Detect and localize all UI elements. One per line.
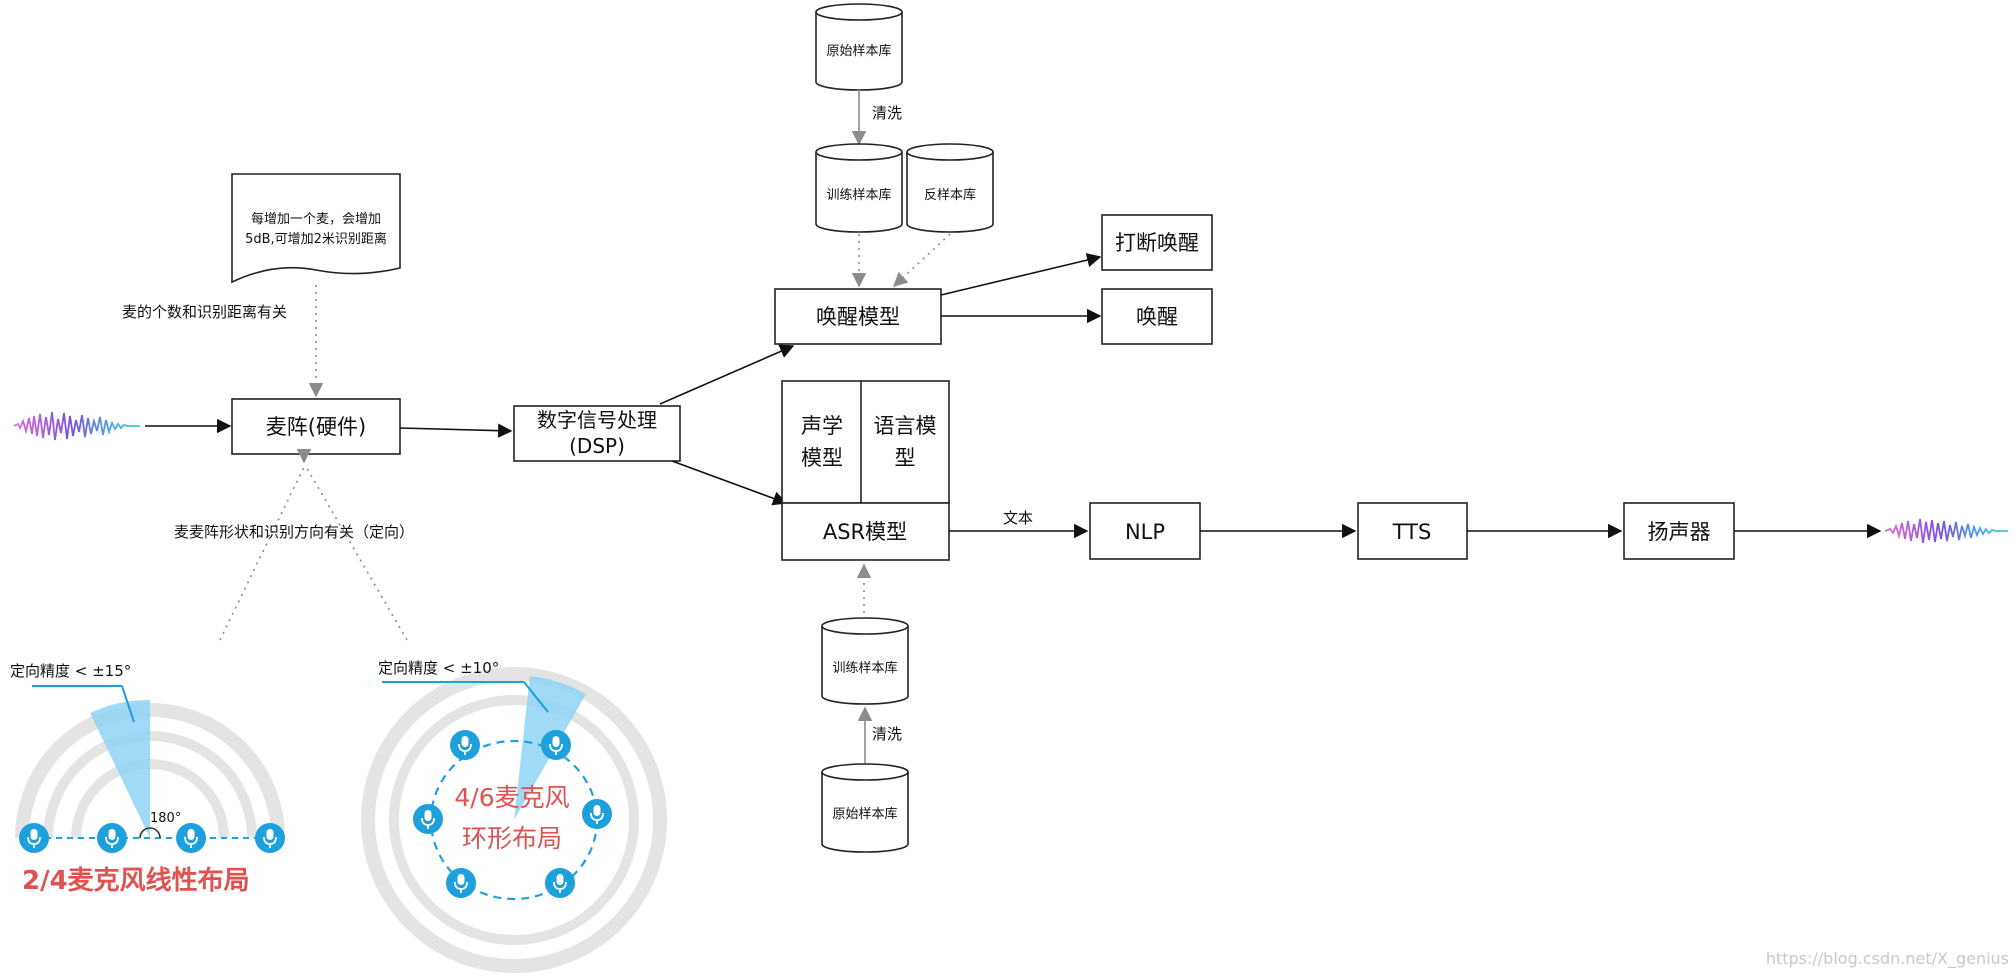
ring-layout-pointer	[304, 464, 408, 641]
speaker-label: 扬声器	[1648, 520, 1711, 544]
dsp-to-wake-arrow	[659, 344, 795, 405]
linear-mic-2-icon	[96, 822, 128, 854]
train-sample-db-bottom-label: 训练样本库	[832, 660, 897, 676]
asr-block: 声学 模型 语言模 型 ASR模型	[781, 380, 950, 561]
linear-mic-layout: 定向精度 < ±15° 180° 2/4麦克风线性布局	[10, 662, 286, 896]
tts-box: TTS	[1357, 502, 1468, 560]
mic-shape-caption: 麦麦阵形状和识别方向有关（定向）	[174, 523, 414, 541]
mic-count-caption: 麦的个数和识别距离有关	[122, 303, 287, 321]
interrupt-wake-label: 打断唤醒	[1115, 231, 1199, 255]
language-model-line-1: 语言模	[874, 414, 937, 438]
acoustic-model-line-1: 声学	[801, 414, 843, 438]
linear-accuracy-label: 定向精度 < ±15°	[10, 662, 131, 680]
ring-mic-4-icon	[412, 803, 444, 835]
ring-mic-2-icon	[540, 729, 572, 761]
linear-mic-1-icon	[18, 822, 50, 854]
linear-mic-4-icon	[254, 822, 286, 854]
mic-array-label: 麦阵(硬件)	[266, 415, 366, 439]
linear-layout-title: 2/4麦克风线性布局	[22, 866, 250, 896]
raw-sample-db-top-label: 原始样本库	[826, 43, 891, 59]
speaker-box: 扬声器	[1623, 502, 1735, 560]
ring-accuracy-label: 定向精度 < ±10°	[378, 659, 499, 677]
dsp-to-asr-arrow	[671, 460, 788, 506]
wake-output-label: 唤醒	[1136, 305, 1178, 329]
note-line-2: 5dB,可增加2米识别距离	[245, 231, 387, 247]
mic-array-box: 麦阵(硬件)	[231, 398, 401, 455]
language-model-line-2: 型	[895, 446, 916, 470]
ring-layout-title-line-2: 环形布局	[462, 824, 562, 853]
linear-layout-pointer	[219, 464, 306, 641]
note-line-1: 每增加一个麦，会增加	[251, 211, 381, 227]
ring-mic-layout: 定向精度 < ±10° 4/6麦克风 环形布局	[361, 659, 667, 973]
train-sample-db-top: 训练样本库	[815, 143, 903, 233]
negative-to-wake-arrow	[892, 233, 951, 287]
wake-to-interrupt-arrow	[940, 253, 1102, 296]
dsp-label-line-1: 数字信号处理	[537, 408, 657, 432]
watermark: https://blog.csdn.net/X_genius	[1766, 949, 2009, 969]
ring-mic-3-icon	[581, 798, 613, 830]
ring-mic-5-icon	[445, 867, 477, 899]
wake-output-box: 唤醒	[1101, 288, 1213, 345]
clean-label-top: 清洗	[872, 104, 902, 122]
output-waveform	[1884, 518, 2008, 544]
text-label: 文本	[1003, 509, 1033, 527]
train-sample-db-top-label: 训练样本库	[826, 187, 891, 203]
acoustic-model-line-2: 模型	[801, 446, 843, 470]
wake-model-box: 唤醒模型	[774, 288, 942, 345]
wake-model-label: 唤醒模型	[816, 305, 900, 329]
negative-sample-db: 反样本库	[906, 143, 994, 233]
nlp-label: NLP	[1125, 520, 1165, 544]
raw-sample-db-bottom: 原始样本库	[821, 763, 909, 853]
input-waveform	[13, 411, 140, 441]
interrupt-wake-box: 打断唤醒	[1101, 214, 1213, 271]
mic-array-to-dsp-arrow	[399, 423, 513, 438]
linear-angle-label: 180°	[150, 811, 181, 826]
ring-mic-6-icon	[544, 867, 576, 899]
nlp-box: NLP	[1089, 502, 1201, 560]
negative-sample-db-label: 反样本库	[924, 187, 976, 203]
asr-model-label: ASR模型	[823, 520, 907, 544]
clean-label-bottom: 清洗	[872, 725, 902, 743]
dsp-box: 数字信号处理 (DSP)	[513, 405, 681, 462]
train-sample-db-bottom: 训练样本库	[821, 617, 909, 705]
dsp-label-line-2: (DSP)	[569, 434, 625, 458]
linear-mic-3-icon	[175, 822, 207, 854]
tts-label: TTS	[1392, 520, 1432, 544]
raw-sample-db-top: 原始样本库	[815, 3, 903, 91]
note-shape: 每增加一个麦，会增加 5dB,可增加2米识别距离	[231, 173, 401, 284]
raw-sample-db-bottom-label: 原始样本库	[832, 806, 897, 822]
ring-mic-1-icon	[449, 729, 481, 761]
ring-layout-title-line-1: 4/6麦克风	[454, 783, 569, 812]
